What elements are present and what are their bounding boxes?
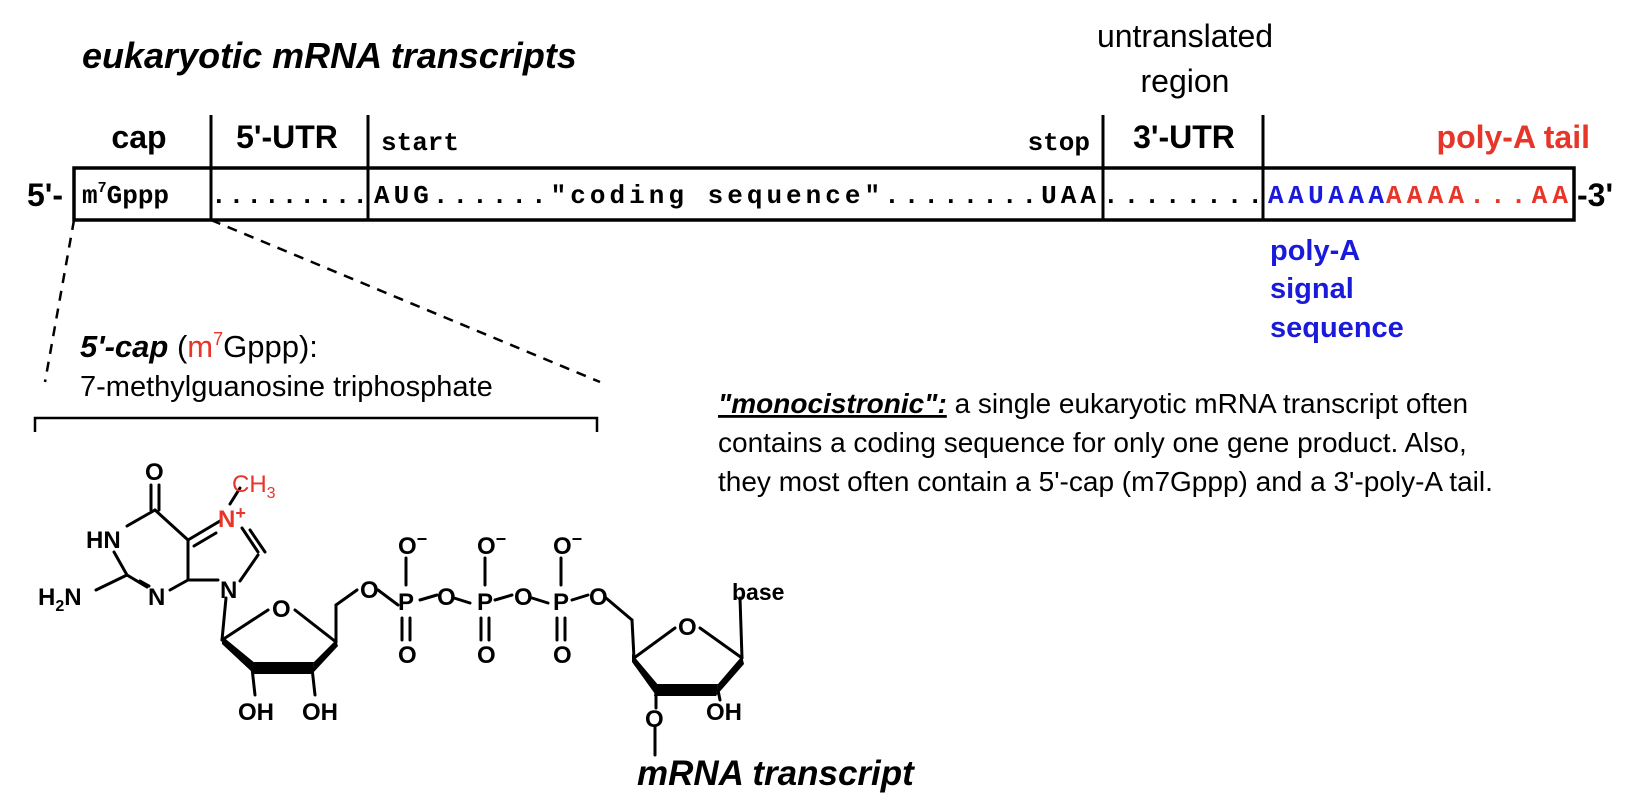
- sugar2-chain-oxygen: O: [645, 706, 664, 733]
- five-prime-end: 5'-: [27, 177, 63, 213]
- n9-label: N: [220, 577, 237, 604]
- sugar2-oh: OH: [706, 699, 742, 726]
- phosphorus-beta: P: [477, 589, 493, 616]
- polya-signal-sequence: AAUAAA: [1268, 181, 1384, 211]
- sugar1-ring-oxygen: O: [272, 596, 291, 623]
- diagram-title: eukaryotic mRNA transcripts: [82, 35, 577, 76]
- methyl-label: CH3: [232, 471, 276, 502]
- bridge-oxygen-1: O: [437, 584, 456, 611]
- phosphate-oxygen-minus-1: O−: [398, 529, 427, 560]
- segment-label-start: start: [381, 128, 459, 158]
- cap-sequence: m7Gppp: [82, 180, 169, 211]
- linking-oxygen-5prime: O: [360, 577, 379, 604]
- cap-description: 7-methylguanosine triphosphate: [80, 371, 493, 403]
- utr3-dots: ........: [1103, 181, 1263, 211]
- phosphate-double-oxygen-3: O: [553, 642, 572, 669]
- wedge-bond-2: [252, 662, 314, 674]
- bridge-oxygen-2: O: [514, 584, 533, 611]
- signal-label-line3: sequence: [1270, 312, 1404, 344]
- mrna-transcript-label: mRNA transcript: [637, 754, 915, 793]
- sugar2-ring-oxygen: O: [678, 614, 697, 641]
- n3-label: N: [148, 584, 165, 611]
- structure-bonds: [94, 483, 744, 757]
- segment-label-cap: cap: [111, 119, 166, 155]
- utr-label-line2: region: [1141, 63, 1230, 99]
- monocistronic-line3: they most often contain a 5'-cap (m7Gppp…: [718, 466, 1493, 497]
- coding-sequence: AUG......"coding sequence"........UAA: [374, 181, 1096, 211]
- phosphorus-alpha: P: [398, 589, 414, 616]
- cap-structure: CH3 N+ O HN H2N N N O OH OH O P P P O− O…: [38, 459, 915, 793]
- carbonyl-oxygen: O: [145, 459, 164, 486]
- wedge-bond-6: [716, 656, 744, 696]
- n7-label: N+: [218, 503, 246, 533]
- phosphate-double-oxygen-2: O: [477, 642, 496, 669]
- sugar1-oh-left: OH: [238, 699, 274, 726]
- linking-oxygen-3prime: O: [589, 584, 608, 611]
- strand-box: [72, 166, 1576, 222]
- cap-heading: 5'-cap (m7Gppp):: [80, 329, 318, 364]
- polya-tail-sequence: AAAA...AA: [1386, 181, 1568, 211]
- amino-label: H2N: [38, 584, 82, 615]
- phosphate-oxygen-minus-2: O−: [477, 529, 506, 560]
- wedge-bond-5: [654, 684, 718, 696]
- phosphate-oxygen-minus-3: O−: [553, 529, 582, 560]
- segment-label-3utr: 3'-UTR: [1133, 119, 1235, 155]
- cap-bracket: [33, 416, 599, 432]
- phosphorus-gamma: P: [553, 589, 569, 616]
- wedge-bond-1: [222, 636, 256, 672]
- wedge-bond-4: [632, 654, 659, 694]
- base-label: base: [732, 579, 784, 605]
- segment-label-5utr: 5'-UTR: [236, 119, 338, 155]
- utr-label-line1: untranslated: [1097, 18, 1273, 54]
- phosphate-double-oxygen-1: O: [398, 642, 417, 669]
- three-prime-end: -3': [1577, 177, 1613, 213]
- monocistronic-line2: contains a coding sequence for only one …: [718, 427, 1467, 458]
- signal-label-line1: poly-A: [1270, 235, 1360, 267]
- segment-label-polya-tail: poly-A tail: [1437, 119, 1590, 155]
- zoom-lines: [43, 218, 601, 384]
- signal-label-line2: signal: [1270, 273, 1354, 305]
- sugar1-oh-right: OH: [302, 699, 338, 726]
- hn-label: HN: [86, 527, 121, 554]
- utr5-dots: .........: [211, 181, 368, 211]
- wedge-bond-3: [312, 640, 338, 674]
- monocistronic-line1: "monocistronic": a single eukaryotic mRN…: [718, 388, 1468, 419]
- segment-label-stop: stop: [1028, 128, 1090, 158]
